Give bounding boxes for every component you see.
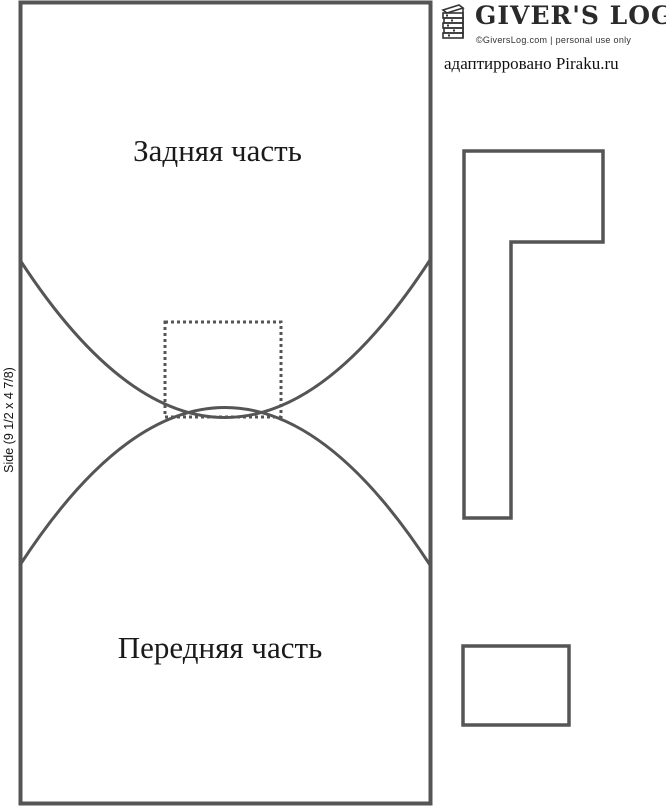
brand-tagline: ©GiversLog.com | personal use only: [476, 35, 632, 45]
side-dimension-label: Side (9 1/2 x 4 7/8): [2, 367, 16, 473]
brand-header: GIVER'S LOG ©GiversLog.com | personal us…: [439, 1, 666, 50]
envelope-outline: [18, 0, 433, 806]
brand-name: GIVER'S LOG: [475, 1, 666, 30]
l-shaped-piece: [462, 149, 605, 520]
back-part-label: Задняя часть: [133, 133, 302, 168]
adapted-by-credit: адаптирровано Piraku.ru: [444, 54, 619, 73]
small-rectangle-piece: [461, 644, 571, 727]
back-flap-curve: [18, 259, 432, 419]
front-flap-curve: [18, 406, 432, 566]
front-part-label: Передняя часть: [117, 630, 323, 665]
dotted-window: [163, 320, 283, 419]
book-stack-icon: [441, 4, 465, 39]
